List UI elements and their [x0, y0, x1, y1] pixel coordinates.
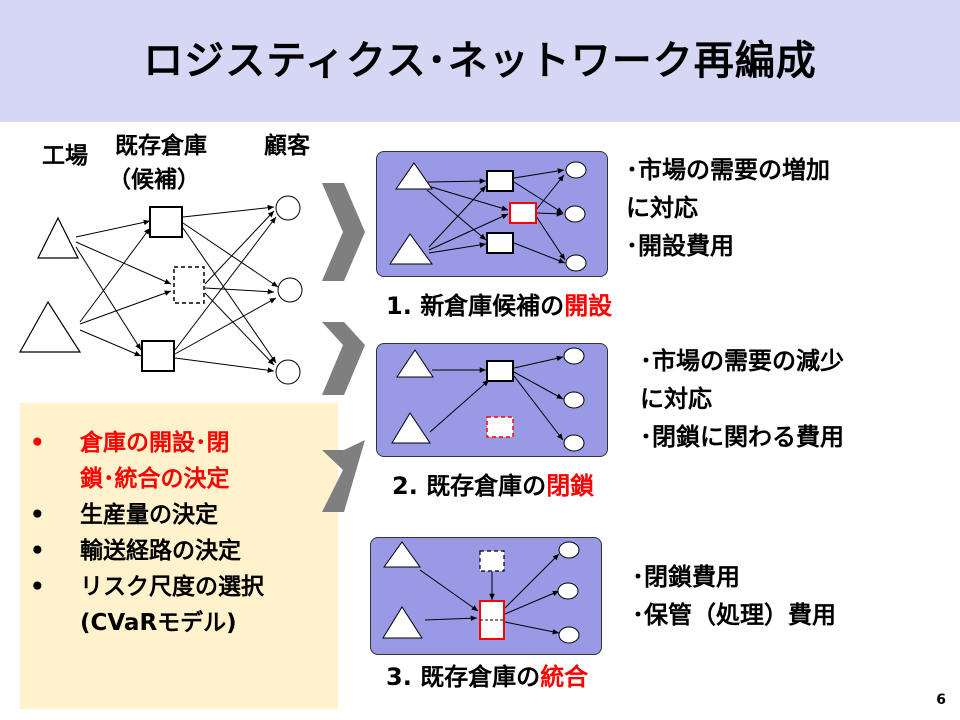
- factory-node: [389, 233, 433, 265]
- customer-node: [558, 626, 580, 644]
- customer-node: [277, 277, 303, 303]
- customer-node: [563, 434, 585, 452]
- page-number: 6: [936, 692, 946, 708]
- factory-label: 工場: [42, 143, 88, 169]
- scenario-2-caption: 2. 既存倉庫の閉鎖: [392, 472, 595, 500]
- factory-node: [37, 216, 79, 259]
- new-warehouse-node: [509, 202, 537, 224]
- merged-warehouse-node: [479, 550, 505, 572]
- scenario-3-notes: ･閉鎖費用 ･保管（処理）費用: [632, 563, 836, 629]
- scenario-1-caption: 1. 新倉庫候補の開設: [386, 292, 613, 320]
- customer-node: [275, 195, 301, 221]
- arrow-to-scenario-2: [322, 322, 365, 395]
- scenario-2-edges: [429, 355, 564, 441]
- bullet-item: 鎖･統合の決定: [80, 466, 230, 492]
- factory-node: [383, 541, 421, 568]
- bullet-item: •倉庫の開設･閉: [30, 430, 230, 456]
- arrow-to-scenario-1: [322, 183, 365, 281]
- title-bar: [0, 0, 960, 122]
- bullet-item: •リスク尺度の選択: [30, 574, 264, 600]
- factory-node: [396, 349, 434, 378]
- scenario-2-notes: ･市場の需要の減少 に対応 ･閉鎖に関わる費用: [640, 347, 844, 451]
- bullet-item: (CVaRモデル): [80, 610, 237, 636]
- bullet-item: •輸送経路の決定: [30, 538, 241, 564]
- candidate-warehouse-node: [173, 266, 205, 304]
- decision-list-box: •倉庫の開設･閉 鎖･統合の決定 •生産量の決定 •輸送経路の決定 •リスク尺度…: [20, 403, 338, 709]
- arrow-to-scenario-3: [322, 440, 365, 512]
- scenario-1-edges: [426, 168, 566, 264]
- warehouse-node: [486, 232, 514, 254]
- factory-node: [391, 412, 431, 444]
- factory-node: [382, 606, 423, 639]
- warehouse-candidate-label: （候補）: [108, 167, 200, 193]
- warehouse-node: [486, 360, 514, 382]
- customer-node: [275, 359, 301, 385]
- customer-node: [563, 391, 585, 409]
- bullet-item: •生産量の決定: [30, 502, 218, 528]
- slide-title: ロジスティクス･ネットワーク再編成: [143, 38, 817, 84]
- customer-node: [565, 161, 587, 179]
- warehouse-node: [149, 206, 183, 238]
- customer-label: 顧客: [264, 133, 310, 159]
- customer-node: [563, 347, 585, 365]
- customer-node: [564, 205, 586, 223]
- warehouse-node: [486, 170, 514, 192]
- warehouse-label: 既存倉庫: [115, 133, 207, 159]
- scenario-1-notes: ･市場の需要の増加 に対応 ･開設費用: [626, 156, 830, 260]
- customer-node: [557, 582, 579, 600]
- scenario-3-edges: [419, 553, 560, 635]
- network-edges: [75, 204, 279, 373]
- customer-node: [558, 541, 580, 559]
- factory-node: [395, 162, 433, 190]
- scenario-3-caption: 3. 既存倉庫の統合: [386, 663, 589, 691]
- factory-node: [18, 300, 82, 353]
- closed-warehouse-node: [486, 416, 514, 438]
- warehouse-node: [141, 340, 175, 372]
- customer-node: [565, 254, 587, 272]
